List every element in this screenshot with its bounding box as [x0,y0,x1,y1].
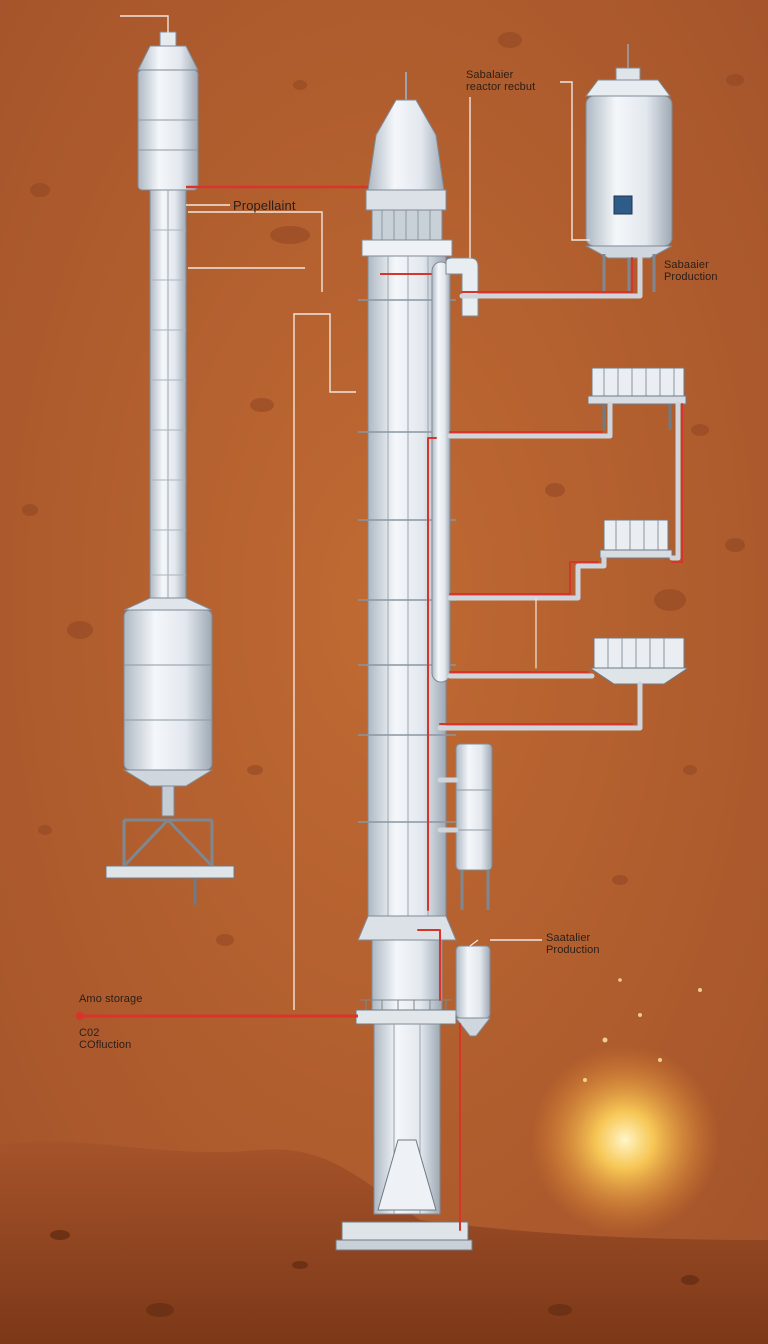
amo-storage-label: Amo storage [79,993,142,1005]
sabatier-reactor-label-line1: Sabalaier [466,69,535,81]
co2-production-label: C02 COfluction [79,1027,131,1051]
sabatier-production-mid-line2: Production [546,944,600,956]
sabatier-production-mid-line1: Saatalier [546,932,600,944]
auxiliary-tank-lower [456,946,490,1036]
sabatier-reactor-label-line2: reactor recbut [466,81,535,93]
propellant-label: Propellaint [233,199,296,213]
platform-middle [600,520,672,558]
sabatier-production-right-label: Sabaaier Production [664,259,718,283]
sabatier-production-right-line1: Sabaaier [664,259,718,271]
co2-label-line2: COfluction [79,1039,131,1051]
sabatier-production-right-line2: Production [664,271,718,283]
co2-label-line1: C02 [79,1027,131,1039]
sabatier-reactor-label: Sabalaier reactor recbut [466,69,535,93]
sun-glow-icon [530,1045,720,1235]
platform-lower [590,638,688,684]
sabatier-production-mid-label: Saatalier Production [546,932,600,956]
